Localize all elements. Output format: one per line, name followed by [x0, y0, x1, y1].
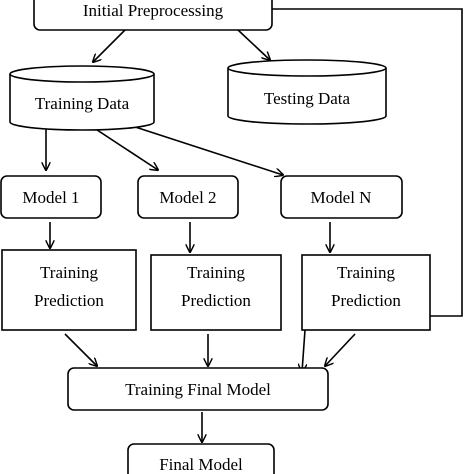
edge-preprocessing-to-training-data — [93, 29, 126, 62]
prediction-1-line-1: Training — [40, 263, 98, 282]
final-model-label: Final Model — [159, 455, 243, 474]
node-final-model: Final Model — [127, 443, 275, 474]
edge-preprocessing-to-testing-data — [237, 29, 270, 60]
model-2-label: Model 2 — [159, 188, 216, 207]
training-data-label: Training Data — [35, 94, 130, 113]
prediction-n-line-1: Training — [337, 263, 395, 282]
training-final-model-label: Training Final Model — [125, 380, 271, 399]
node-training-prediction-1: Training Prediction — [1, 249, 137, 331]
model-1-label: Model 1 — [22, 188, 79, 207]
initial-preprocessing-label: Initial Preprocessing — [83, 1, 224, 20]
prediction-2-line-2: Prediction — [181, 291, 251, 310]
node-model-2: Model 2 — [137, 175, 239, 219]
edges — [46, 8, 463, 442]
prediction-1-line-2: Prediction — [34, 291, 104, 310]
node-training-final-model: Training Final Model — [67, 367, 329, 411]
prediction-2-line-1: Training — [187, 263, 245, 282]
node-model-n: Model N — [280, 175, 403, 219]
testing-data-label: Testing Data — [264, 89, 351, 108]
prediction-n-line-2: Prediction — [331, 291, 401, 310]
edge-preprocessing-to-final-training — [272, 8, 463, 372]
edge-prediction-1-to-final-training — [64, 333, 97, 366]
node-testing-data: Testing Data — [227, 59, 387, 125]
node-training-prediction-n: Training Prediction — [301, 254, 431, 331]
edge-training-data-to-model-2 — [87, 123, 158, 170]
node-model-1: Model 1 — [0, 175, 102, 219]
edge-training-data-to-model-n — [125, 123, 283, 175]
node-initial-preprocessing: Initial Preprocessing — [33, 0, 273, 31]
node-training-prediction-2: Training Prediction — [150, 254, 282, 331]
model-n-label: Model N — [311, 188, 372, 207]
edge-prediction-n-to-final-training — [325, 333, 356, 366]
node-training-data: Training Data — [9, 65, 155, 131]
